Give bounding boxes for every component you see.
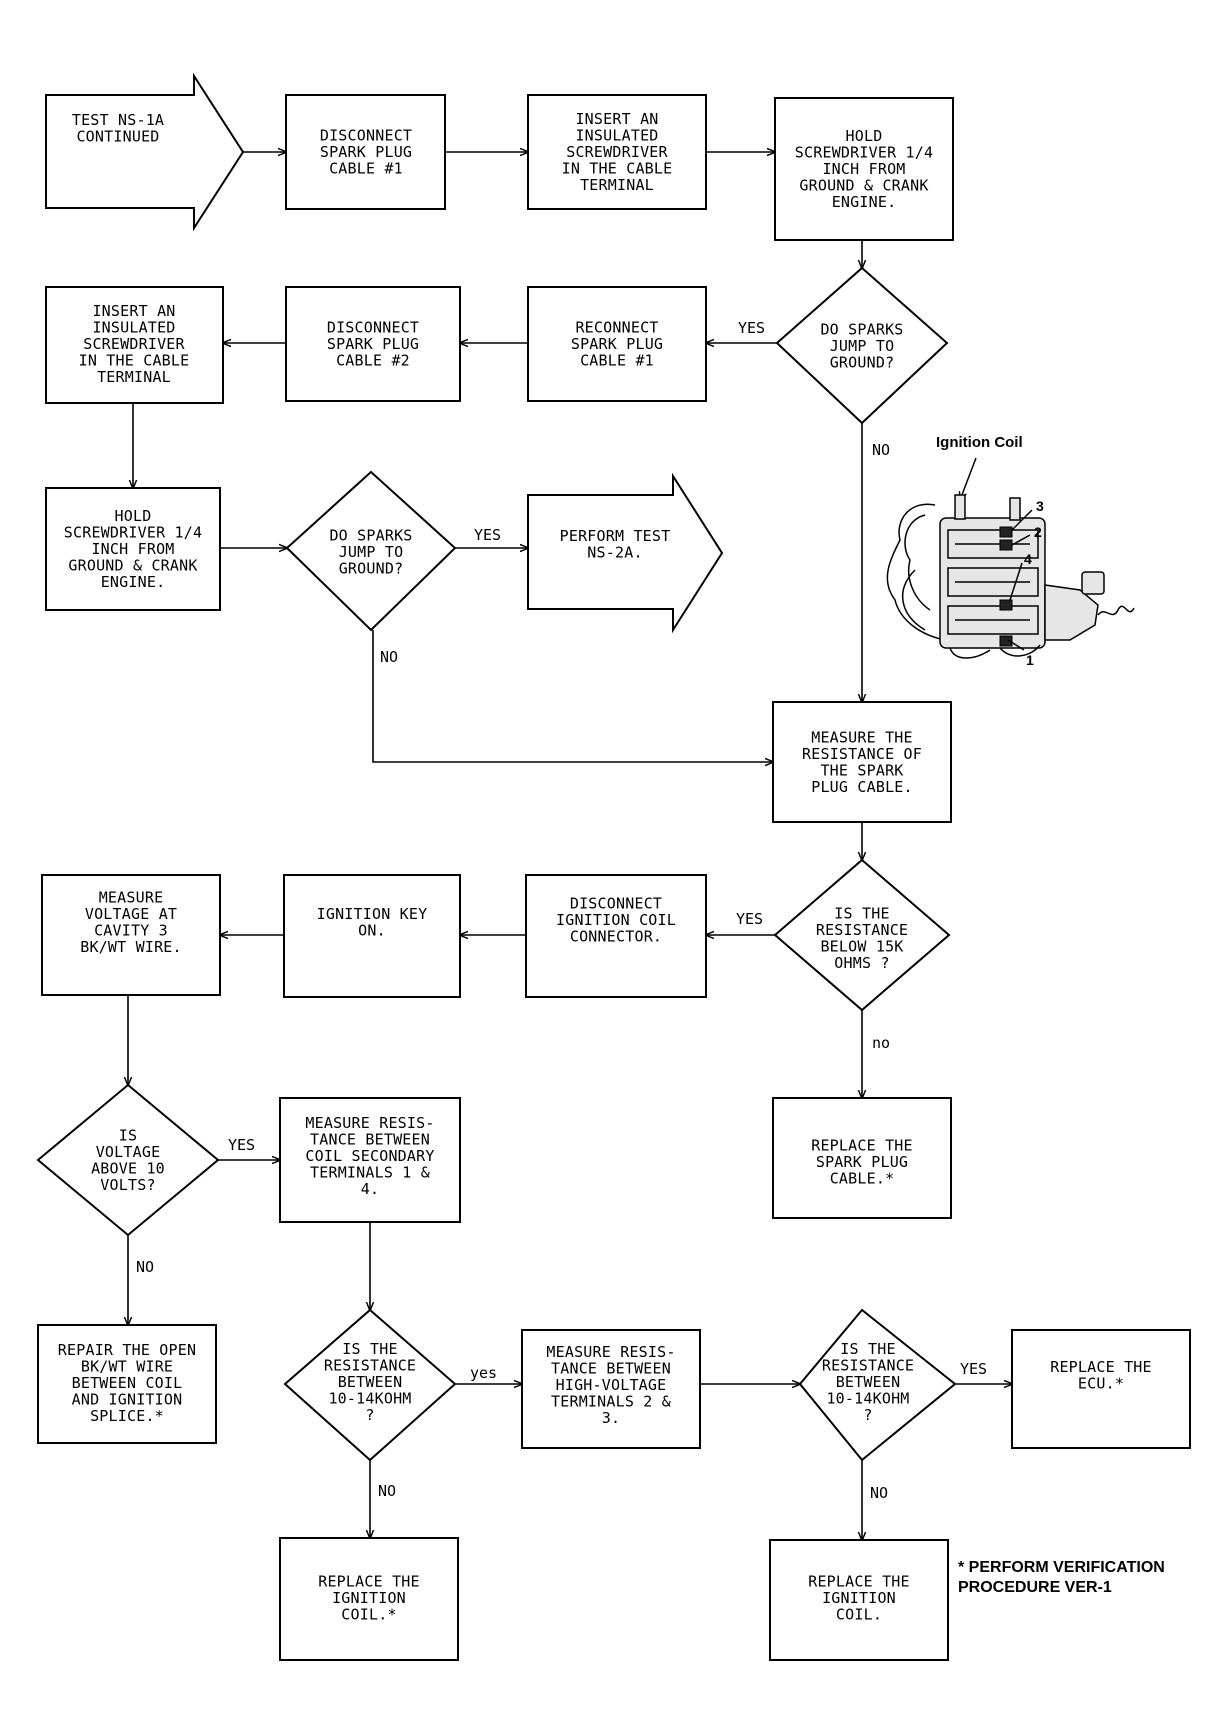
node-reconnect1-box [527,286,707,402]
label-res15k-yes: YES [736,910,763,928]
ignition-coil-figure: Ignition Coil [886,434,1135,668]
terminal-3-label: 3 [1036,498,1044,514]
node-disc1-box [285,94,446,210]
label-res-b-no: NO [870,1484,888,1502]
label-res-b-yes: YES [960,1360,987,1378]
node-measure-sec14-box [279,1097,461,1223]
node-insert2-box [45,286,224,404]
node-hold2-box [45,487,221,611]
terminal-4-label: 4 [1024,551,1032,567]
label-sparks1-no: NO [872,441,890,459]
node-sparks2-diamond [285,470,457,632]
edge-sparks2-no [372,630,773,762]
label-sparks2-yes: YES [474,526,501,544]
node-replace-coil-a-box [279,1537,459,1661]
terminal-3-leader [1011,509,1033,531]
start-arrow-shape [45,72,245,232]
node-disc2-box [285,286,461,402]
label-sparks2-no: NO [380,648,398,666]
terminal-2-label: 2 [1034,524,1042,540]
node-measure-cable-box [772,701,952,823]
node-res15k-diamond [773,858,951,1012]
node-measure-hv23-box [521,1329,701,1449]
node-res-a-diamond [283,1308,457,1462]
label-res-a-no: NO [378,1482,396,1500]
perform-arrow-shape [527,472,724,634]
node-insert1-box [527,94,707,210]
node-hold1-box [774,97,954,241]
label-res15k-no: no [872,1034,890,1052]
node-res-b-diamond [798,1308,957,1462]
node-replace-ecu-box [1011,1329,1191,1449]
ignition-coil-icon [886,494,1135,659]
label-res-a-yes: yes [470,1364,497,1382]
node-sparks1-diamond [775,266,949,425]
terminal-2-leader [1011,534,1031,546]
label-sparks1-yes: YES [738,319,765,337]
node-repair-open-box [37,1324,217,1444]
node-measure-voltage-box [41,874,221,996]
node-key-on-box [283,874,461,998]
figure-title: Ignition Coil [936,434,1023,451]
node-disc-coil-conn-box [525,874,707,998]
node-replace-cable-box [772,1097,952,1219]
edge-labels: YES NO YES NO YES no YES NO yes NO YES N… [136,319,987,1502]
terminal-4-leader [1009,562,1023,601]
node-replace-coil-b-box [769,1539,949,1661]
terminal-1-leader [1007,639,1025,651]
terminal-1-label: 1 [1026,652,1034,668]
edges [128,152,1012,1540]
label-volt10-no: NO [136,1258,154,1276]
node-volt10-diamond [36,1083,220,1237]
label-volt10-yes: YES [228,1136,255,1154]
figure-pointer-arrow [960,457,977,500]
